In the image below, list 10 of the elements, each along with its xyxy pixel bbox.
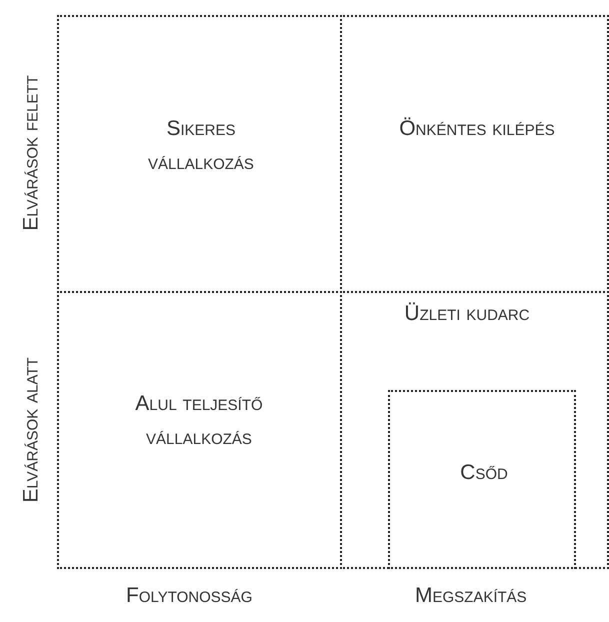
quadrant-label: Sikeres vállalkozás [147, 116, 255, 176]
quadrant-label: Önkéntes kilépés [398, 116, 556, 142]
quadrant-label: Alul teljesítő vállalkozás [134, 391, 264, 451]
quadrant-label: Üzleti kudarc [403, 301, 531, 327]
inner-box [388, 390, 576, 569]
axis-label: Elvárások alatt [20, 357, 44, 503]
axis-label: Elvárások felett [20, 75, 44, 231]
axis-label: Folytonosság [126, 584, 252, 608]
quadrant-label: Csőd [459, 460, 509, 486]
axis-label: Megszakítás [415, 584, 527, 608]
